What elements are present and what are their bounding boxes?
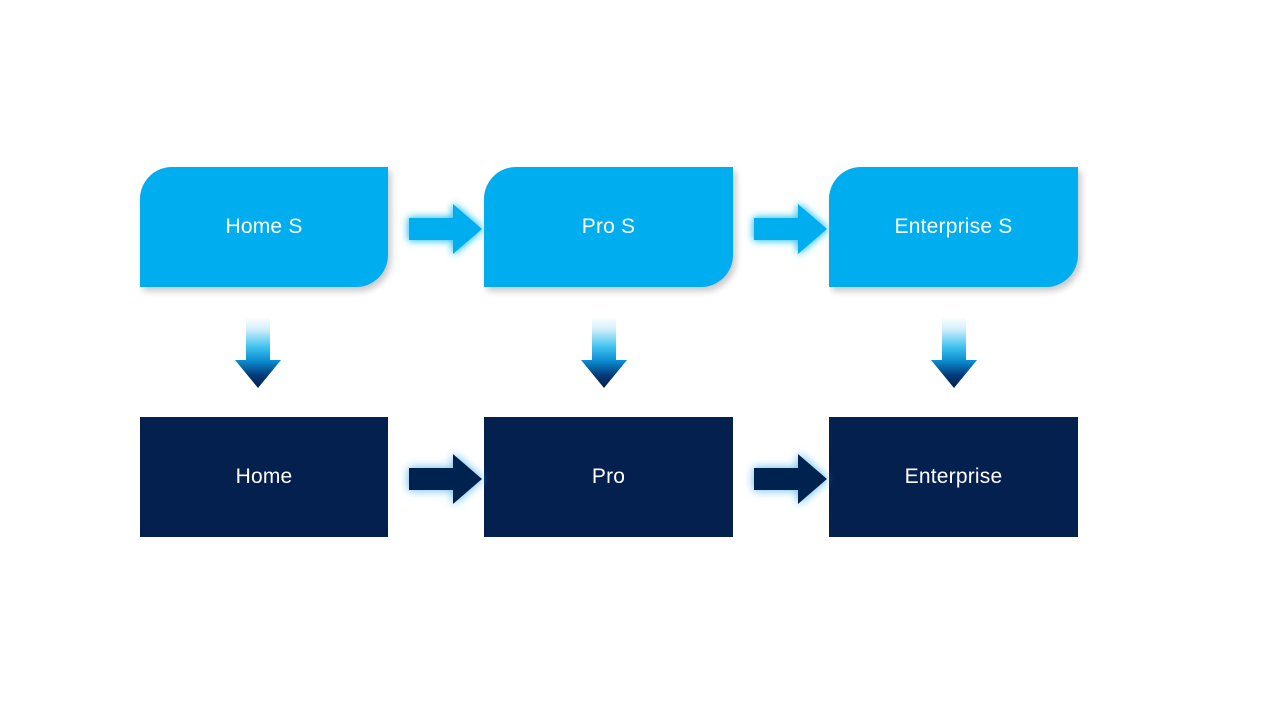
arrow-right-home-s-to-pro-s <box>409 203 483 255</box>
node-label: Enterprise S <box>894 214 1013 238</box>
arrow-right-pro-to-enterprise <box>754 453 828 505</box>
node-enterprise-s[interactable]: Enterprise S <box>829 167 1078 287</box>
right-arrow-icon <box>754 454 827 504</box>
node-label: Pro S <box>581 214 636 238</box>
node-label: Home S <box>225 214 303 238</box>
right-arrow-icon <box>409 204 482 254</box>
node-enterprise[interactable]: Enterprise <box>829 417 1078 537</box>
arrow-right-pro-s-to-enterprise-s <box>754 203 828 255</box>
node-label: Home <box>235 464 293 488</box>
right-arrow-icon <box>409 454 482 504</box>
node-pro[interactable]: Pro <box>484 417 733 537</box>
node-pro-s[interactable]: Pro S <box>484 167 733 287</box>
node-home[interactable]: Home <box>140 417 388 537</box>
node-label: Pro <box>591 464 626 488</box>
right-arrow-icon <box>754 204 827 254</box>
down-arrow-icon <box>931 317 977 388</box>
arrow-down-enterprise-s-to-enterprise <box>930 317 978 389</box>
down-arrow-icon <box>581 317 627 388</box>
node-label: Enterprise <box>904 464 1003 488</box>
arrow-down-pro-s-to-pro <box>580 317 628 389</box>
node-home-s[interactable]: Home S <box>140 167 388 287</box>
arrow-right-home-to-pro <box>409 453 483 505</box>
arrow-down-home-s-to-home <box>234 317 282 389</box>
down-arrow-icon <box>235 317 281 388</box>
